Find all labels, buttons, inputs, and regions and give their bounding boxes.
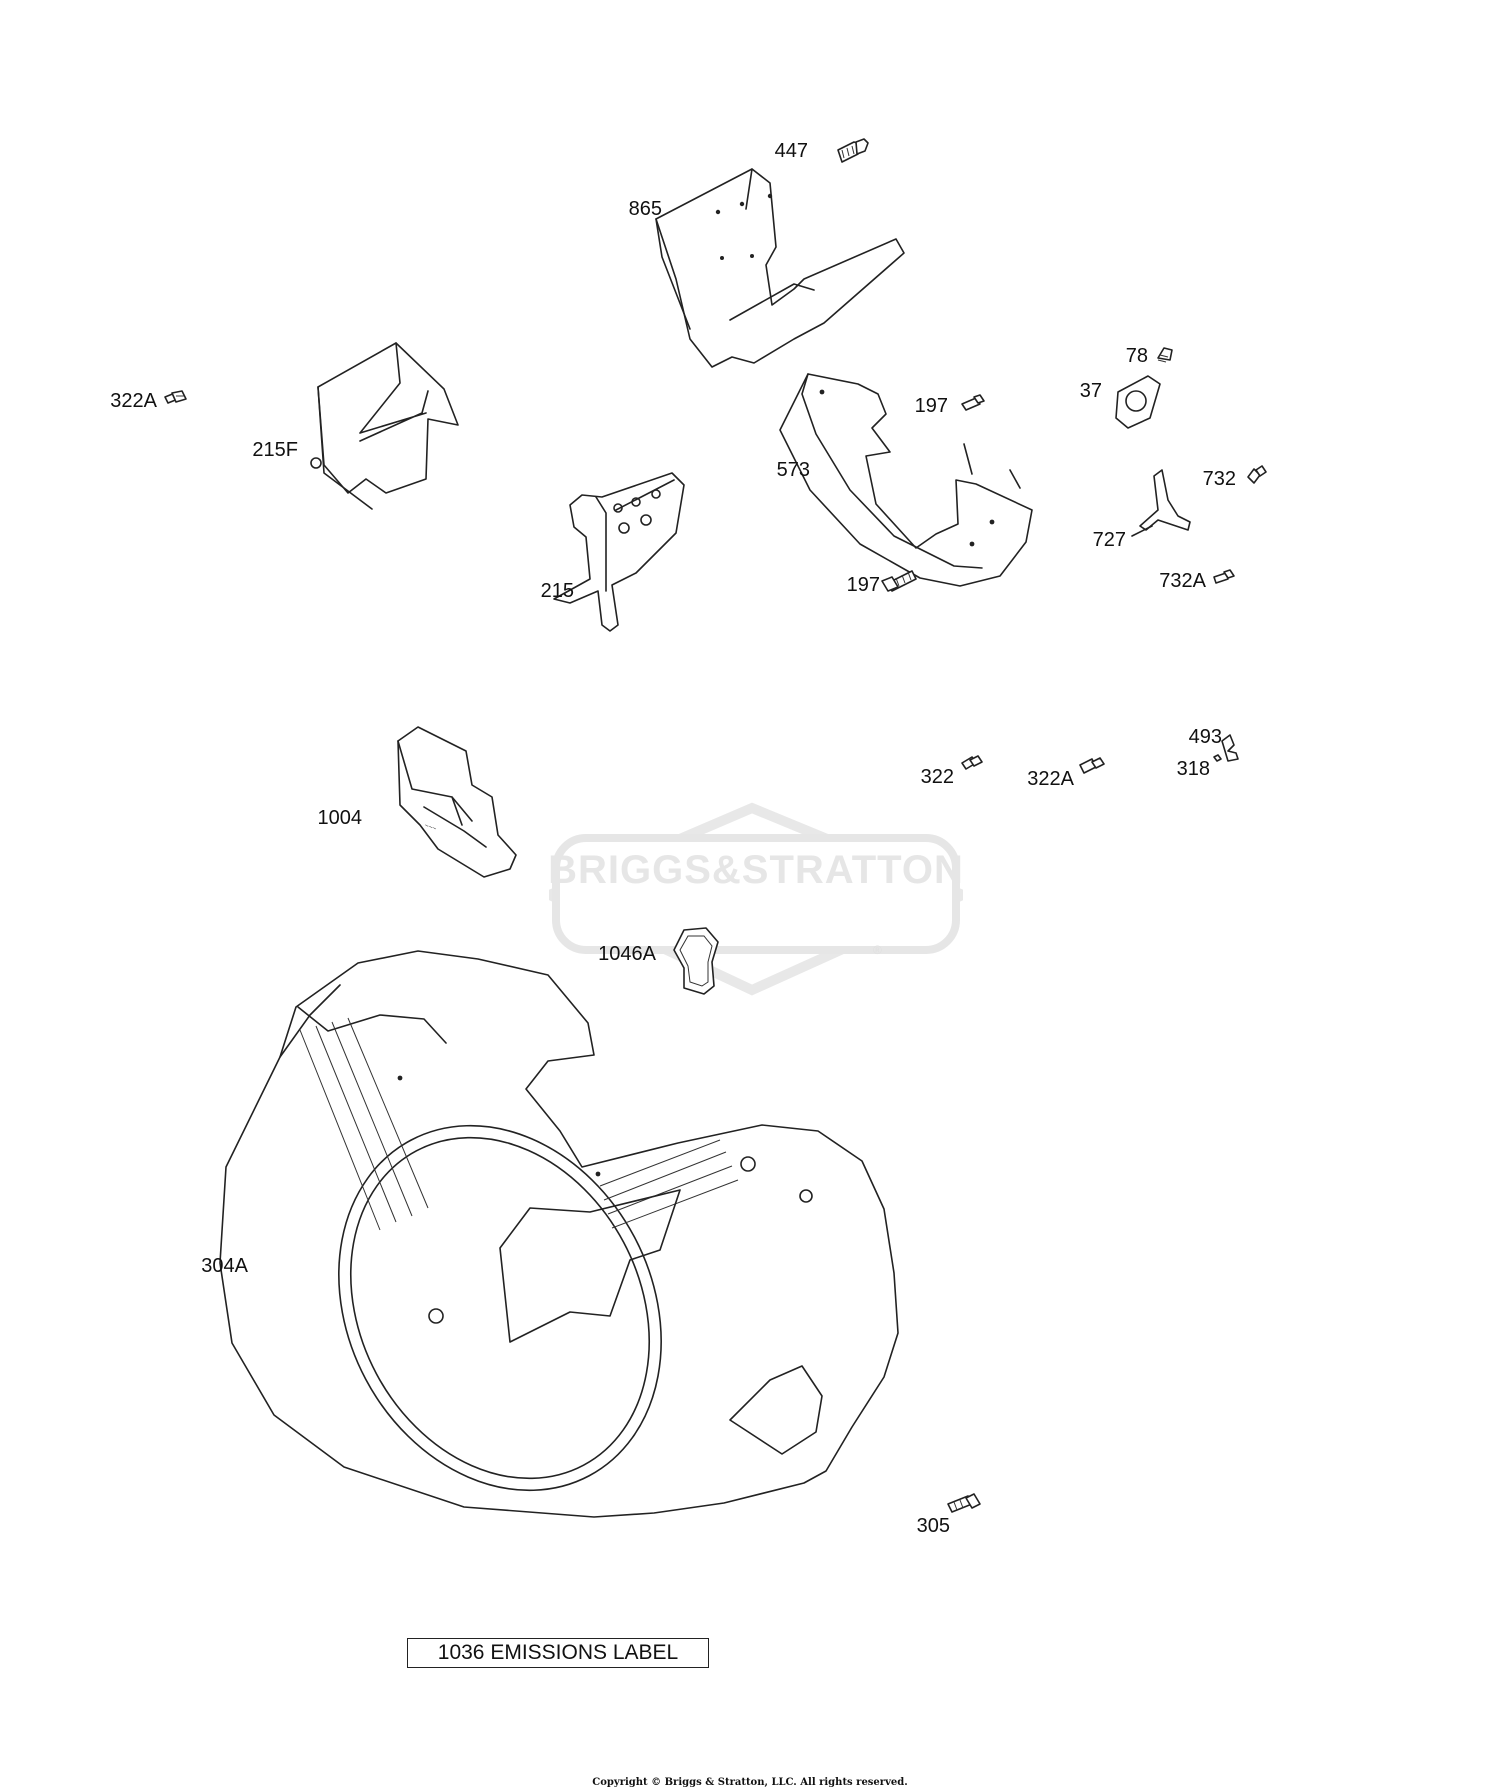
- bracket-215: [553, 472, 685, 632]
- screw-197-bottom: [881, 570, 917, 592]
- callout-322: 322: [921, 766, 954, 788]
- seal-1046A: [673, 927, 719, 995]
- callout-727: 727: [1093, 529, 1126, 551]
- callout-197-bottom: 197: [847, 574, 880, 596]
- nut-318: [1213, 754, 1222, 762]
- callout-493: 493: [1189, 726, 1222, 748]
- svg-text:~~~: ~~~: [423, 822, 437, 833]
- callout-322A-mid: 322A: [1027, 768, 1074, 790]
- shroud-215F: [310, 342, 459, 510]
- screw-322A-mid: [1079, 757, 1105, 774]
- screw-732: [1247, 465, 1267, 484]
- watermark-brand-text: BRIGGS&STRATTON: [548, 848, 964, 892]
- callout-215F: 215F: [252, 439, 298, 461]
- screw-78: [1157, 347, 1173, 363]
- air-baffle-865: [655, 168, 905, 368]
- watermark-registered-mark: ®: [873, 943, 882, 957]
- callout-37: 37: [1080, 380, 1102, 402]
- callout-215: 215: [541, 580, 574, 602]
- screw-322: [961, 755, 983, 770]
- callout-305: 305: [917, 1515, 950, 1537]
- shroud-573: [779, 373, 1033, 587]
- callout-322A-top: 322A: [110, 390, 157, 412]
- copyright-notice: Copyright © Briggs & Stratton, LLC. All …: [592, 1777, 908, 1788]
- callout-447: 447: [775, 140, 808, 162]
- screw-732A: [1213, 569, 1235, 584]
- ring-37: [1115, 375, 1161, 429]
- briggs-stratton-watermark: BRIGGS&STRATTON ®: [548, 802, 964, 996]
- callout-78: 78: [1126, 345, 1148, 367]
- blower-housing-304A: [219, 950, 899, 1518]
- callout-318: 318: [1177, 758, 1210, 780]
- callout-865: 865: [629, 198, 662, 220]
- screw-197-top: [961, 394, 985, 411]
- callout-labels: 447 865 322A 215F 78 37 197 573 732 727 …: [110, 140, 1236, 1537]
- screw-322A-top: [164, 390, 187, 404]
- clip-493: [1221, 734, 1239, 762]
- callout-573: 573: [777, 459, 810, 481]
- callout-1046A: 1046A: [598, 943, 656, 965]
- air-guide-1004: ~~~: [397, 726, 517, 878]
- strap-727: [1131, 469, 1191, 537]
- callout-732A: 732A: [1159, 570, 1206, 592]
- callout-197-top: 197: [915, 395, 948, 417]
- emissions-label-box: 1036 EMISSIONS LABEL: [407, 1638, 709, 1668]
- bolt-447: [837, 138, 869, 163]
- callout-304A: 304A: [201, 1255, 248, 1277]
- callout-1004: 1004: [318, 807, 363, 829]
- callout-732: 732: [1203, 468, 1236, 490]
- screw-305: [947, 1493, 981, 1513]
